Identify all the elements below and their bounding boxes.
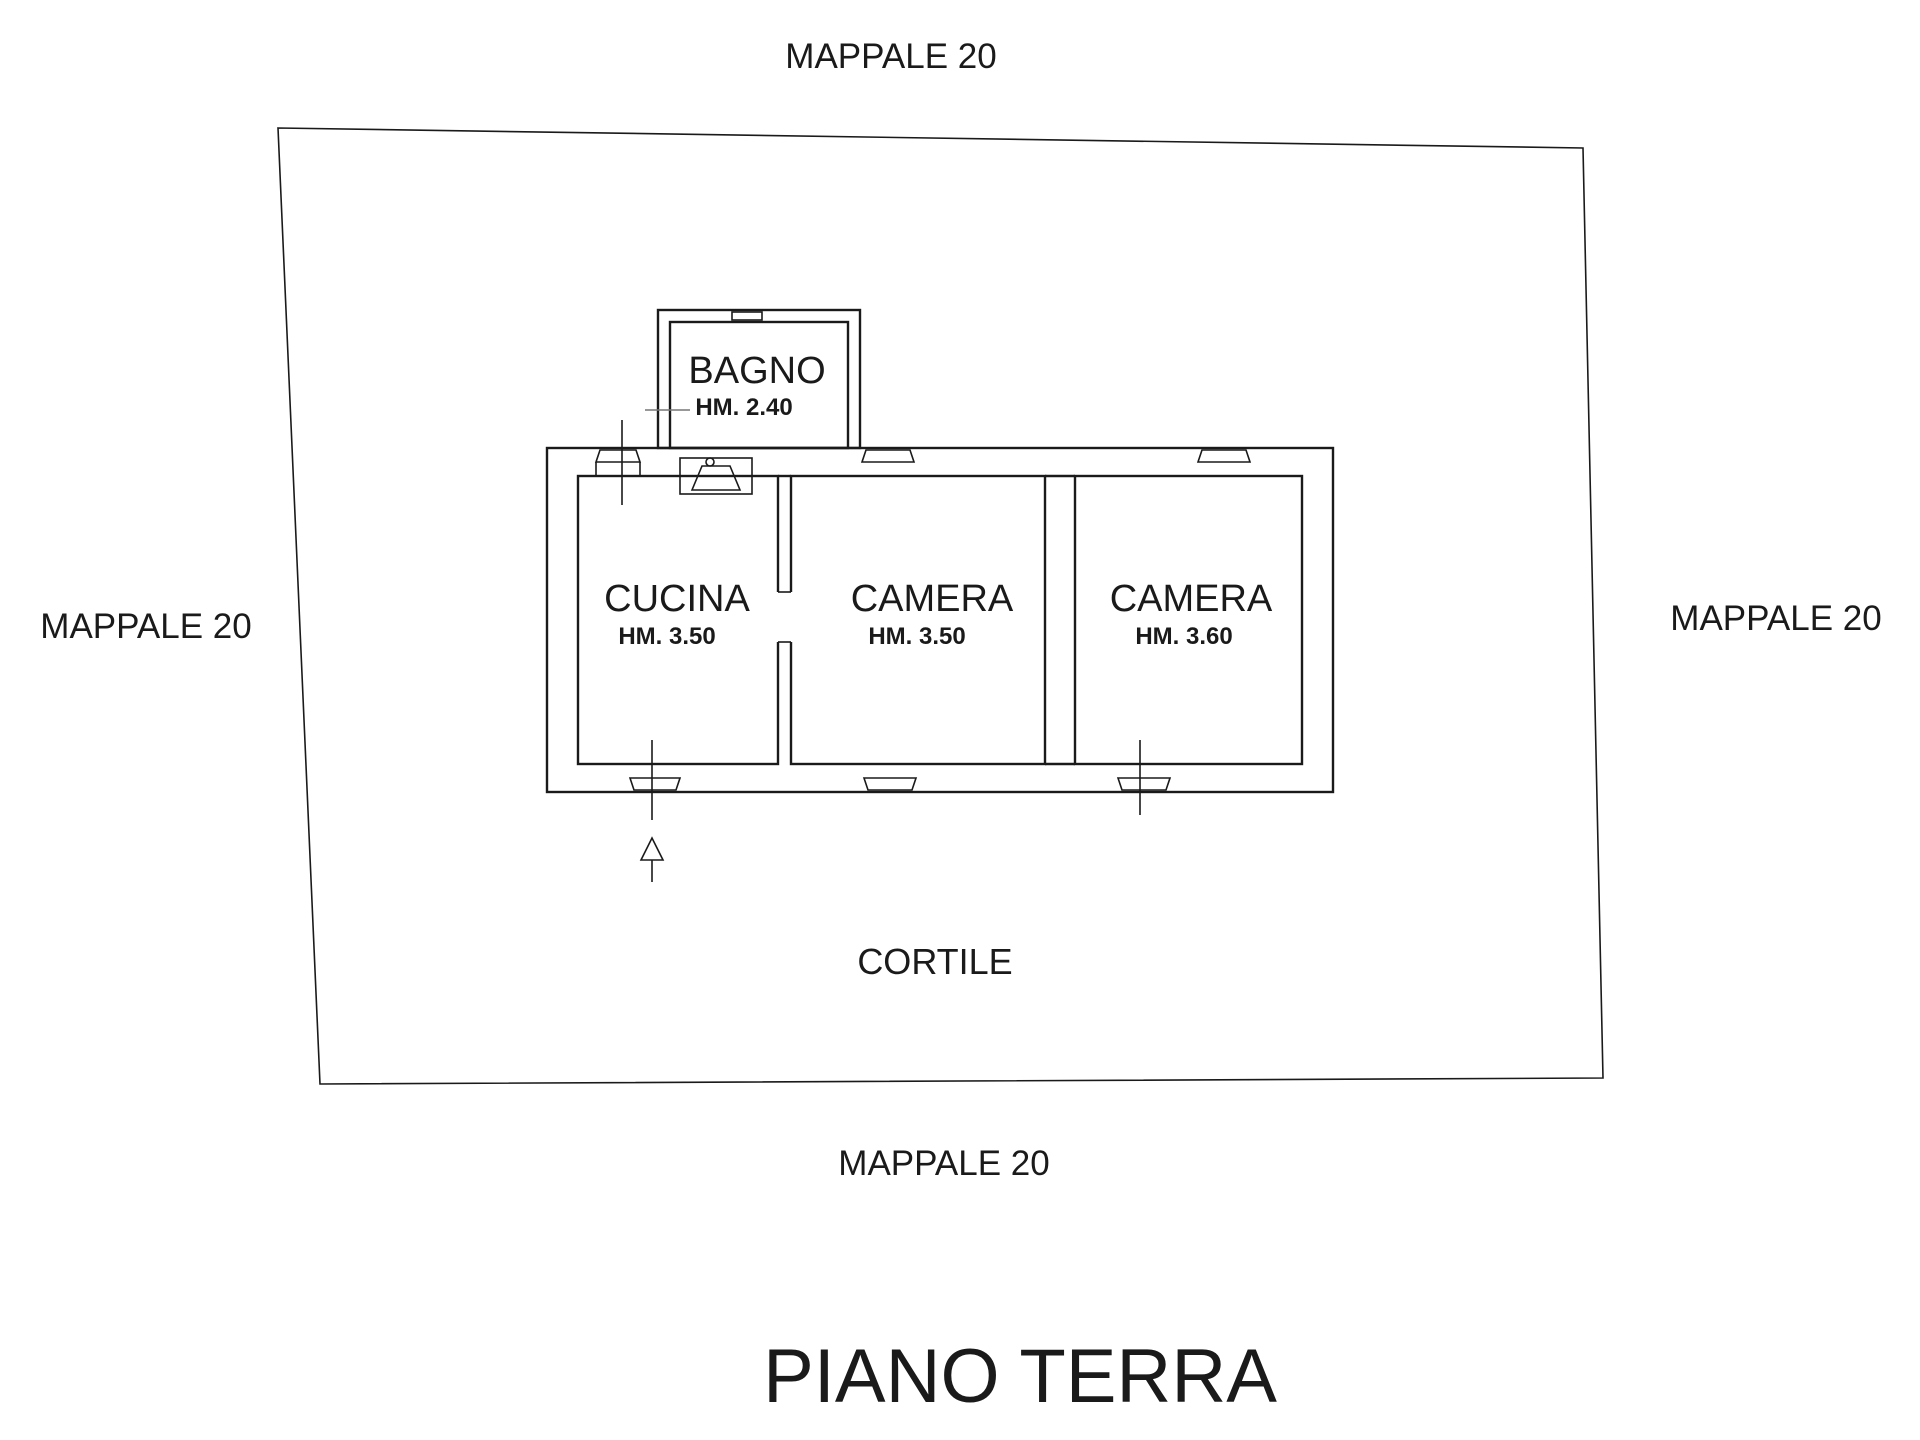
neighbor-right-label: MAPPALE 20 xyxy=(1670,599,1881,638)
room-bagno-name: BAGNO xyxy=(688,350,825,392)
entrance-arrow-icon xyxy=(639,836,665,882)
courtyard-label: CORTILE xyxy=(857,941,1012,982)
neighbor-bottom-label: MAPPALE 20 xyxy=(838,1144,1049,1183)
floor-title: PIANO TERRA xyxy=(763,1334,1277,1419)
building-walls xyxy=(545,446,1335,794)
room-cucina-height: HM. 3.50 xyxy=(618,623,715,650)
room-camera-1-height: HM. 3.50 xyxy=(868,623,965,650)
windows xyxy=(594,449,1252,791)
door-lines xyxy=(621,420,1141,820)
room-bagno-height: HM. 2.40 xyxy=(695,394,792,421)
bagno-walls xyxy=(645,308,862,450)
room-camera-2-name: CAMERA xyxy=(1110,578,1273,620)
neighbor-top-label: MAPPALE 20 xyxy=(785,37,996,76)
lot-boundary xyxy=(277,127,1604,1085)
room-cucina-name: CUCINA xyxy=(604,578,750,620)
room-camera-2-height: HM. 3.60 xyxy=(1135,623,1232,650)
internal-doorway xyxy=(776,591,793,643)
kitchen-hood-icon xyxy=(679,457,753,495)
neighbor-left-label: MAPPALE 20 xyxy=(40,607,251,646)
room-camera-1-name: CAMERA xyxy=(851,578,1014,620)
